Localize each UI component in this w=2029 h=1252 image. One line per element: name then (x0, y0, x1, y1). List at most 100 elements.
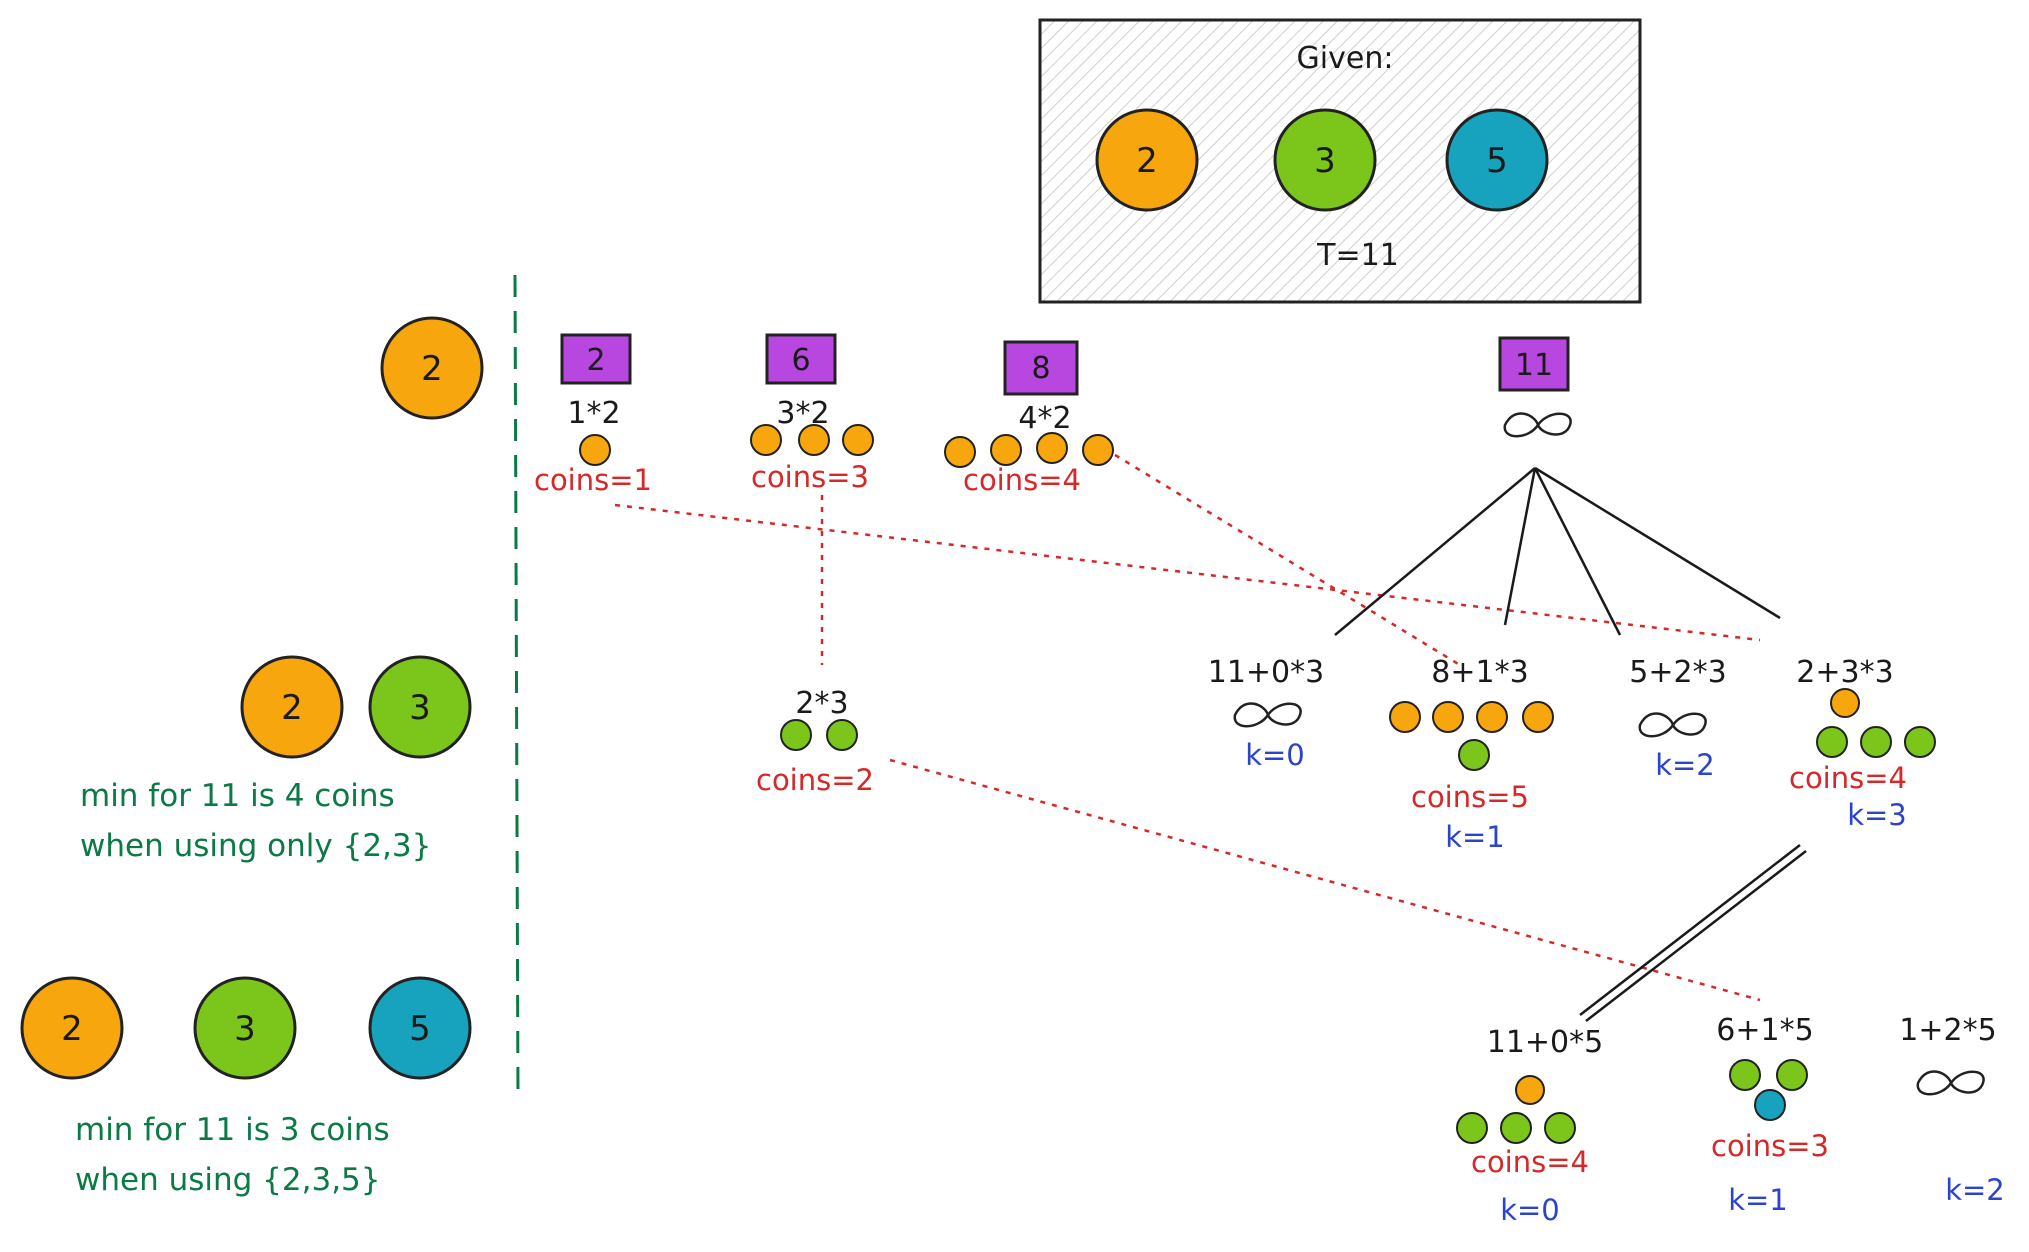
amount-label: 8 (1031, 351, 1050, 386)
coin-5-icon (1445, 108, 1549, 212)
coin-2-icon (1095, 108, 1199, 212)
edge (1503, 467, 1537, 626)
given-coin-label: 2 (1136, 141, 1158, 181)
coin-5-icon (1754, 1089, 1786, 1121)
k-label: k=2 (1655, 748, 1715, 782)
edge (1585, 850, 1807, 1022)
row3-header: 2 3 5 min for 11 is 3 coins when using {… (20, 976, 472, 1198)
tree-node-5-plus-2x3: 5+2*3 k=2 (1629, 655, 1726, 782)
row-coin-label: 2 (421, 349, 443, 389)
coin-2-icon (798, 424, 830, 456)
coin-3-icon (1273, 108, 1377, 212)
coin-3-icon (1860, 726, 1892, 758)
edge (1533, 467, 1622, 636)
infinity-icon (1503, 412, 1572, 438)
given-title: Given: (1297, 41, 1394, 76)
row-coin-label: 5 (409, 1009, 431, 1049)
expr-label: 2+3*3 (1796, 655, 1893, 690)
row2-note-line2: when using only {2,3} (80, 828, 431, 864)
coin-3-icon (1544, 1112, 1576, 1144)
dp-links (614, 453, 1761, 1002)
row1-cell-8: 8 4*2 coins=4 (944, 340, 1114, 497)
row3-note-line1: min for 11 is 3 coins (75, 1112, 390, 1148)
coin-3-icon (1456, 1112, 1488, 1144)
coin-2-icon (1515, 1075, 1545, 1105)
amount-box (1003, 340, 1079, 396)
tree-edges-level2 (1579, 844, 1807, 1022)
expr-label: 11+0*5 (1487, 1025, 1603, 1060)
amount-box (1498, 336, 1570, 392)
expr-label: 4*2 (1018, 401, 1071, 436)
tree-node-11-plus-0x3: 11+0*3 k=0 (1208, 655, 1324, 772)
coin-3-icon (826, 719, 858, 751)
coin-2-icon (20, 976, 124, 1080)
expr-label: 5+2*3 (1629, 655, 1726, 690)
amount-label: 6 (791, 343, 810, 378)
coin-2-icon (944, 436, 976, 468)
coin-2-icon (1522, 701, 1554, 733)
target-label: T=11 (1316, 238, 1399, 273)
edge (1334, 467, 1536, 636)
amount-box (765, 333, 837, 385)
tree-edges-level1 (1334, 466, 1781, 636)
coins-label: coins=4 (1789, 761, 1907, 795)
coin-5-icon (368, 976, 472, 1080)
coins-label: coins=5 (1411, 780, 1529, 814)
row1-header: 2 (380, 316, 484, 420)
expr-label: 8+1*3 (1431, 655, 1528, 690)
row3-note-line2: when using {2,3,5} (75, 1162, 381, 1198)
coins-label: coins=2 (756, 763, 874, 797)
row1-cell-2: 2 1*2 coins=1 (534, 333, 652, 497)
coin-2-icon (579, 434, 611, 466)
k-label: k=1 (1728, 1183, 1788, 1217)
amount-box (560, 333, 632, 385)
coin-3-icon (368, 655, 472, 759)
edge (1579, 844, 1801, 1016)
infinity-icon (1233, 702, 1302, 728)
coin-2-icon (842, 424, 874, 456)
given-coin-label: 3 (1314, 141, 1336, 181)
coin-2-icon (1389, 701, 1421, 733)
coin-3-icon (1904, 726, 1936, 758)
expr-label: 3*2 (776, 396, 829, 431)
tree-node-8-plus-1x3: 8+1*3 coins=5 k=1 (1389, 655, 1554, 854)
row-coin-label: 2 (281, 688, 303, 728)
k-label: k=1 (1445, 820, 1505, 854)
coin-3-icon (1729, 1059, 1761, 1091)
coin-2-icon (1036, 432, 1068, 464)
infinity-icon (1638, 712, 1707, 738)
coins-label: coins=3 (751, 460, 869, 494)
infinity-icon (1916, 1070, 1985, 1096)
coins-label: coins=3 (1711, 1129, 1829, 1163)
coin-2-icon (1830, 688, 1860, 718)
row1-cell-11: 11 (1498, 336, 1572, 438)
row-coin-label: 3 (409, 688, 431, 728)
amount-label: 2 (586, 343, 605, 378)
coin-3-icon (1458, 739, 1490, 771)
link-coins2-to-6plus1x5 (889, 758, 1761, 1002)
row-coin-label: 2 (61, 1009, 83, 1049)
link-coins1-to-2plus3x3 (614, 503, 1761, 642)
k-label: k=0 (1500, 1193, 1560, 1227)
k-label: k=3 (1847, 798, 1907, 832)
coin-2-icon (240, 655, 344, 759)
coin-3-icon (780, 719, 812, 751)
coin-2-icon (750, 424, 782, 456)
link-coins4-to-8plus1x3 (1114, 453, 1461, 667)
coin-2-icon (990, 434, 1022, 466)
tree-node-1-plus-2x5: 1+2*5 k=2 (1899, 1013, 2004, 1207)
tree-node-2-plus-3x3: 2+3*3 coins=4 k=3 (1789, 655, 1936, 832)
row2-cell-6: 2*3 coins=2 (756, 686, 874, 797)
expr-label: 6+1*5 (1716, 1013, 1813, 1048)
coin-3-icon (1816, 726, 1848, 758)
separator-line (513, 274, 520, 1101)
amount-label: 11 (1515, 348, 1553, 383)
row2-header: 2 3 min for 11 is 4 coins when using onl… (80, 655, 472, 864)
coins-label: coins=4 (1471, 1145, 1589, 1179)
expr-label: 1+2*5 (1899, 1013, 1996, 1048)
coin-2-icon (380, 316, 484, 420)
coin-2-icon (1432, 701, 1464, 733)
coin-2-icon (1476, 701, 1508, 733)
expr-label: 1*2 (567, 396, 620, 431)
coins-label: coins=4 (963, 463, 1081, 497)
